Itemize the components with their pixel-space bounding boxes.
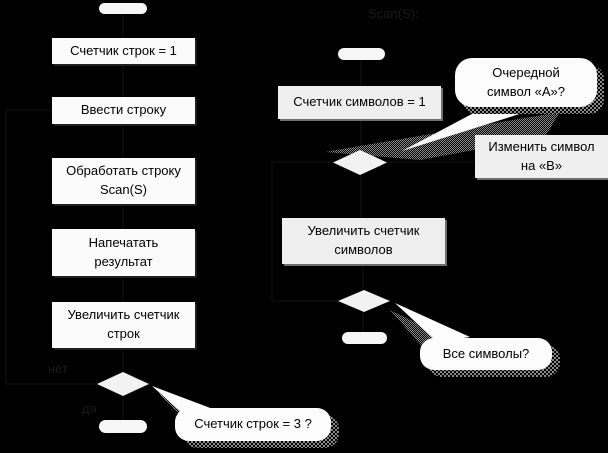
process-label: Увеличить счетчик bbox=[307, 223, 420, 239]
process-box-print-result: Напечатать результат bbox=[52, 229, 195, 276]
process-label: строк bbox=[107, 326, 140, 341]
process-box-symbol-counter-init: Счетчик символов = 1 bbox=[278, 86, 441, 119]
callout-all-symbols-tail bbox=[395, 303, 470, 342]
callout-label: Все символы? bbox=[442, 345, 530, 361]
process-box-input-string: Ввести строку bbox=[52, 97, 195, 124]
process-label: Ввести строку bbox=[80, 102, 167, 118]
callout-rows-condition: Счетчик строк = 3 ? bbox=[175, 408, 331, 441]
process-label: Увеличить счетчик bbox=[67, 307, 180, 323]
process-label: Обработать строку bbox=[66, 163, 181, 179]
callout-next-symbol-tail bbox=[402, 106, 545, 151]
process-label: на «В» bbox=[520, 157, 563, 173]
process-box-increment-rows: Увеличить счетчик строк bbox=[52, 302, 195, 348]
branch-label-yes: да bbox=[82, 401, 97, 416]
process-box-change-symbol: Изменить символ на «В» bbox=[475, 135, 608, 178]
callout-label: Очередной bbox=[492, 65, 560, 81]
process-box-process-string: Обработать строку Scan(S) bbox=[52, 158, 195, 204]
process-label: Изменить символ bbox=[488, 138, 595, 154]
left-start-terminator bbox=[99, 3, 147, 14]
right-end-terminator bbox=[342, 332, 387, 344]
callout-next-symbol: Очередной символ «А»? bbox=[455, 58, 597, 107]
callout-label: Счетчик строк = 3 ? bbox=[194, 416, 312, 432]
process-label: результат bbox=[94, 253, 153, 269]
right-start-terminator bbox=[338, 48, 385, 60]
process-box-increment-symbols: Увеличить счетчик символов bbox=[282, 218, 445, 264]
decision-diamond-all-symbols bbox=[338, 290, 390, 312]
callout-label: символ «А»? bbox=[487, 83, 565, 99]
process-label: Напечатать bbox=[88, 234, 159, 250]
process-label: Scan(S) bbox=[100, 182, 147, 197]
callout-all-symbols: Все символы? bbox=[420, 338, 552, 370]
process-box-row-counter-init: Счетчик строк = 1 bbox=[52, 38, 195, 64]
flow-connectors bbox=[5, 14, 475, 420]
process-label: символов bbox=[334, 242, 393, 257]
branch-label-no: нет bbox=[48, 361, 68, 376]
procedure-title: Scan(S): bbox=[368, 6, 419, 21]
process-label: Счетчик строк = 1 bbox=[70, 42, 177, 58]
process-label: Счетчик символов = 1 bbox=[293, 94, 426, 110]
left-end-terminator bbox=[99, 420, 147, 433]
